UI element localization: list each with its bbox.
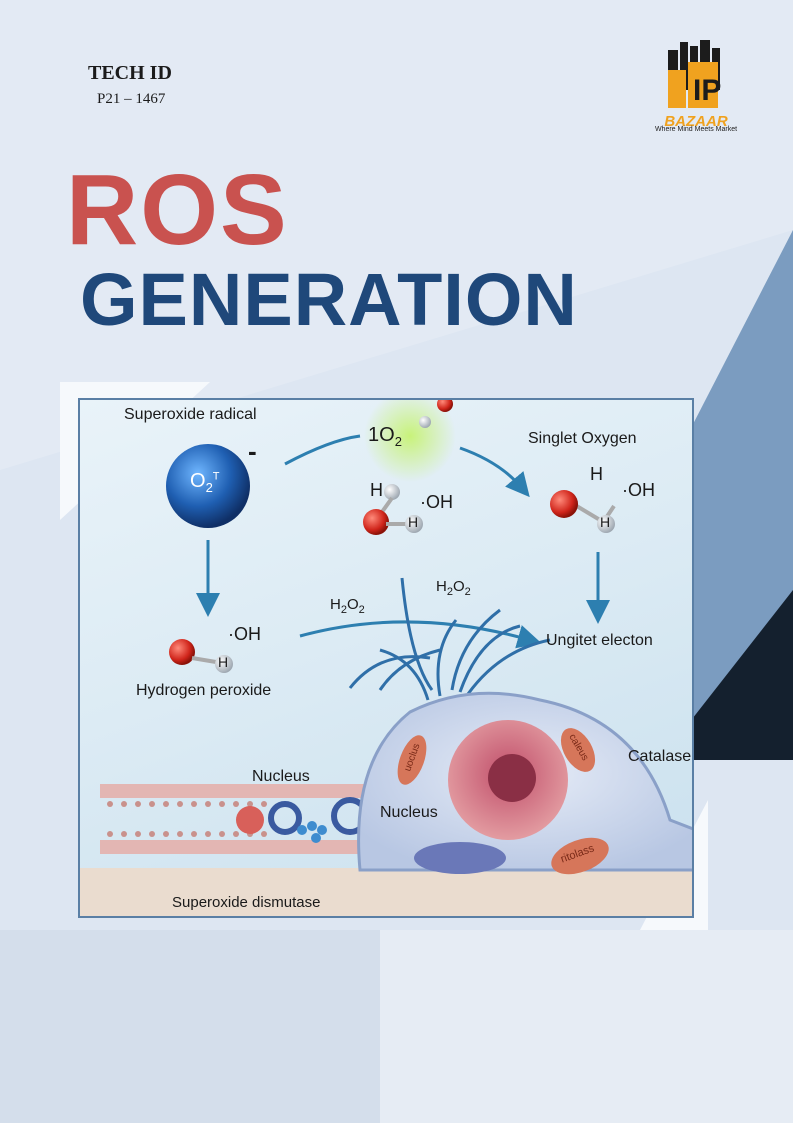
membrane-beads — [107, 801, 267, 837]
singlet-center-main: 1O — [368, 424, 395, 446]
label-catalase: Catalase — [628, 748, 692, 765]
arrow-top-left — [284, 434, 361, 466]
superoxide-sphere — [166, 444, 250, 528]
illustration-art — [80, 400, 692, 916]
ground — [80, 868, 692, 916]
label-oh-center: ·OH — [420, 492, 453, 512]
mitochondrion — [414, 842, 506, 874]
label-h-left: H — [218, 654, 229, 670]
label-h2o2-left: H2O2 — [330, 596, 365, 616]
ip-bazaar-logo: IP BAZAAR — [664, 40, 728, 130]
title-line-1: ROS — [66, 154, 289, 266]
organelle-left-shape — [397, 735, 427, 785]
membrane-bottom — [100, 840, 380, 854]
bg-lower-light — [380, 930, 793, 1123]
center-o-atom — [363, 509, 389, 535]
o2-sup: T — [212, 470, 220, 483]
title-line-2: GENERATION — [80, 258, 578, 341]
h2o2-center-h: H — [436, 578, 447, 595]
label-singlet-center: 1O2 — [368, 424, 402, 449]
bg-light-band — [0, 0, 793, 470]
h2o2-left-sub2: 2 — [358, 604, 365, 616]
glow-atom — [419, 416, 431, 428]
ros-illustration: Superoxide radical - O2T 1O2 Singlet Oxy… — [78, 398, 694, 918]
arrow-top-right — [459, 446, 530, 498]
o2-symbol: O — [190, 470, 206, 492]
logo-p-block — [688, 62, 718, 108]
label-oh-right: ·OH — [622, 480, 655, 500]
h2o2-left-h: H — [330, 596, 341, 613]
label-h-center: H — [408, 514, 419, 530]
h2o2-left-sub1: 2 — [340, 604, 347, 616]
h2o2-center-o: O — [452, 578, 465, 595]
label-nucleus-left: Nucleus — [252, 768, 310, 785]
center-h-atom — [405, 515, 423, 533]
organelle-bottom-shape — [551, 837, 609, 875]
right-o-atom — [550, 490, 578, 518]
o2-sub: 2 — [205, 480, 213, 495]
left-h-atom — [215, 655, 233, 673]
glow-atom-red — [437, 400, 453, 412]
membrane-top — [100, 784, 370, 798]
h2o2-left-o: O — [346, 596, 359, 613]
protein-red — [236, 806, 264, 834]
organelle-right-shape — [560, 728, 596, 772]
label-h-right: H — [600, 514, 611, 530]
right-h-atom — [597, 515, 615, 533]
logo-brand: BAZAAR — [664, 113, 727, 130]
tech-label: TECH ID — [88, 62, 172, 84]
arrow-middle-to-electon — [299, 620, 542, 649]
protein-blue-ring — [268, 801, 302, 835]
label-o2-minus: - — [248, 436, 257, 466]
label-hydrogen-peroxide: Hydrogen peroxide — [136, 682, 272, 699]
label-singlet-oxygen: Singlet Oxygen — [528, 430, 637, 447]
singlet-glow — [364, 400, 456, 482]
logo-mark: IP — [693, 74, 721, 107]
logo-i-block — [668, 70, 686, 108]
label-superoxide-dismutase: Superoxide dismutase — [172, 894, 321, 911]
label-h2o2-center: H2O2 — [436, 578, 471, 598]
label-o2-superscript: O2T — [190, 470, 220, 495]
label-superoxide-radical: Superoxide radical — [124, 406, 257, 423]
label-ungitet-electon: Ungitet electon — [546, 632, 653, 649]
label-nucleus-center: Nucleus — [380, 804, 438, 821]
center-h-atom-top — [384, 484, 400, 500]
label-h-right-top: H — [590, 464, 603, 484]
tech-id: P21 – 1467 — [97, 91, 166, 107]
left-o-atom — [169, 639, 195, 665]
h2o2-center-sub1: 2 — [446, 586, 453, 598]
nucleolus — [488, 754, 536, 802]
strands — [348, 577, 551, 701]
label-oh-left: ·OH — [228, 624, 261, 644]
logo-tagline: Where Mind Meets Market — [654, 126, 738, 133]
label-h-center-top: H — [370, 480, 383, 500]
singlet-center-sub: 2 — [394, 434, 402, 449]
h2o2-center-sub2: 2 — [464, 586, 471, 598]
